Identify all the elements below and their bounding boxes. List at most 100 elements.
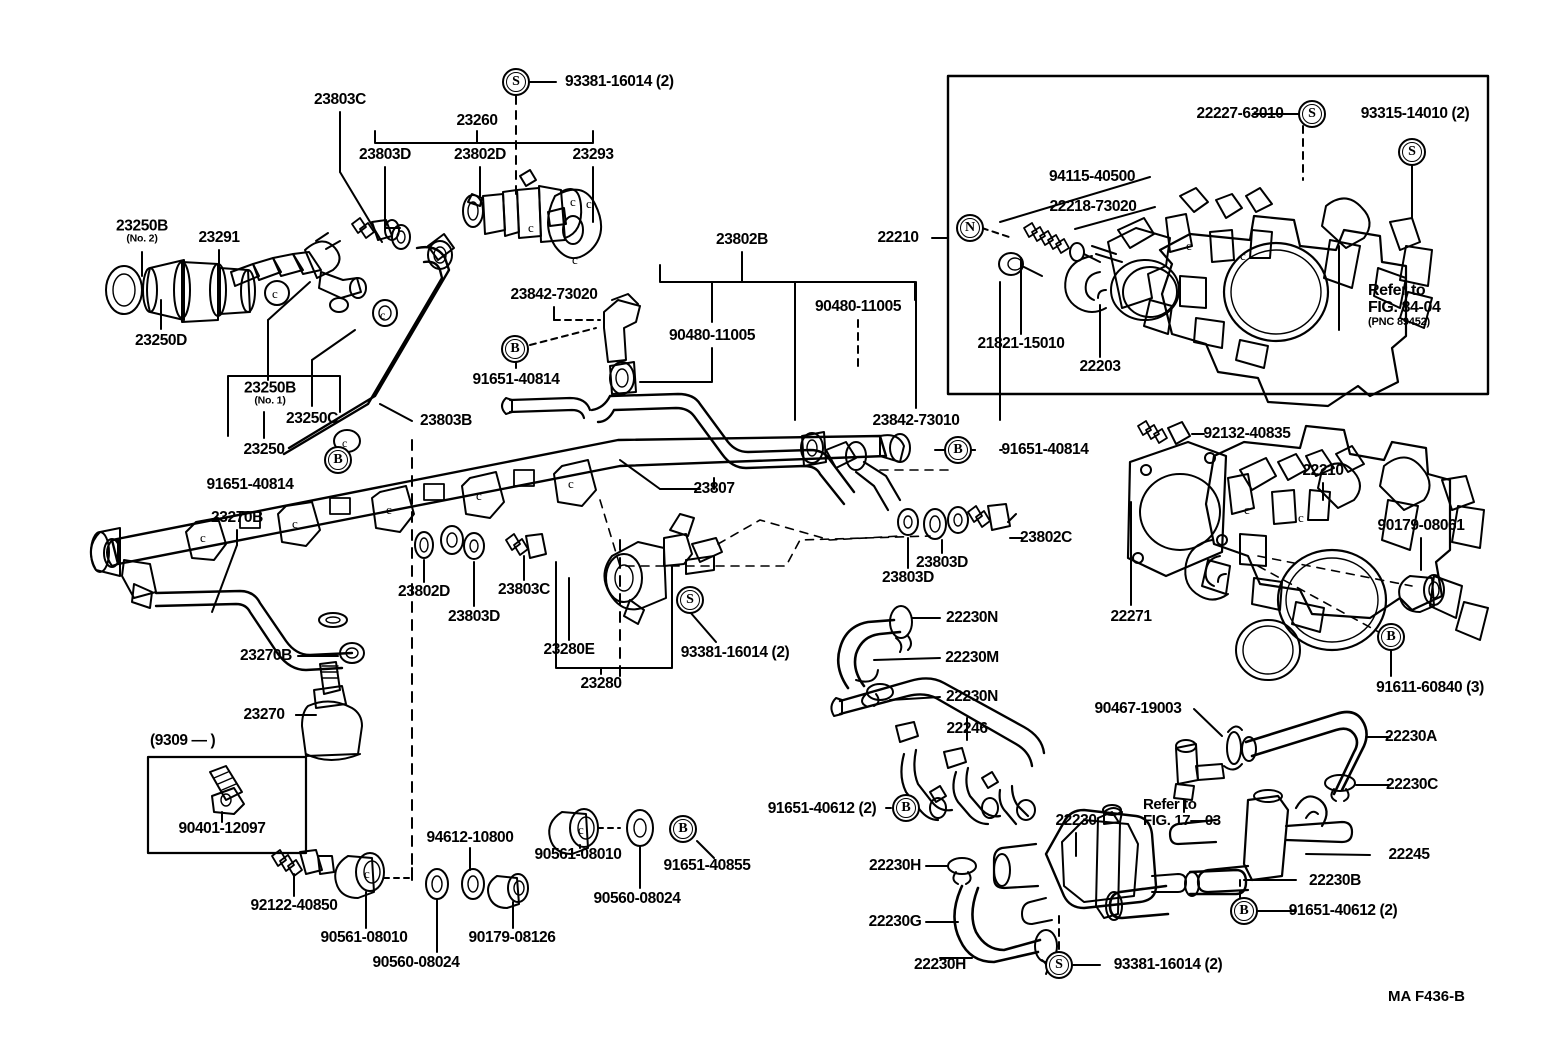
marker-b-icon: B <box>944 436 972 464</box>
svg-text:c: c <box>380 308 385 322</box>
part-number-label: 23250C <box>286 410 338 428</box>
part-number-label: 21821-15010 <box>977 335 1065 353</box>
part-number-label: 90560-08024 <box>593 890 681 908</box>
part-number-label: 22230B <box>1309 872 1361 890</box>
part-number-label: 23803C <box>498 581 550 599</box>
part-number-label: 93381-16014 (2) <box>565 73 674 91</box>
part-number-label: 90561-08010 <box>320 929 408 947</box>
part-number-label: 23842-73010 <box>872 412 960 430</box>
marker-letter: B <box>1386 629 1396 644</box>
part-number-label: 90179-08061 <box>1377 517 1465 535</box>
part-number-label: 22230H <box>914 956 966 974</box>
marker-letter: S <box>1055 957 1063 972</box>
part-number-label: 23803D <box>448 608 500 626</box>
svg-text:c: c <box>200 530 206 545</box>
part-number-label: 91651-40612 (2) <box>1288 902 1398 920</box>
part-number-label: 22245 <box>1388 846 1430 864</box>
part-number-label: 22246 <box>946 720 988 738</box>
refer-pnc: (PNC 89452) <box>1368 315 1430 328</box>
svg-text:c: c <box>1186 238 1192 253</box>
part-number-label: 23802D <box>454 146 506 164</box>
part-number-label: 90467-19003 <box>1094 700 1182 718</box>
part-number-label: 22227-63010 <box>1196 105 1284 123</box>
part-number-main: 23250B <box>244 379 296 397</box>
part-number-label: 94612-10800 <box>426 829 514 847</box>
part-number-main: 23250B <box>116 217 168 235</box>
marker-b-icon: B <box>324 446 352 474</box>
part-number-label: 94115-40500 <box>1048 168 1136 186</box>
part-number-label: 23260 <box>456 112 498 130</box>
refer-line-1: Refer to <box>1368 282 1426 299</box>
marker-b-icon: B <box>1230 897 1258 925</box>
part-number-label: 23802D <box>398 583 450 601</box>
svg-text:c: c <box>1298 510 1304 525</box>
part-number-label: 90480-11005 <box>814 298 902 316</box>
footer-code: MA F436-B <box>1388 988 1465 1005</box>
part-number-label: 91651-40612 (2) <box>767 800 877 818</box>
part-number-label: 23802B <box>716 231 768 249</box>
part-number-label: 22230N <box>946 688 998 706</box>
marker-s-icon: S <box>502 68 530 96</box>
part-number-label: 90179-08126 <box>468 929 556 947</box>
marker-n-icon: N <box>956 214 984 242</box>
marker-letter: B <box>953 442 963 457</box>
part-number-label-stacked: 23250B(No. 1) <box>244 379 296 406</box>
refer17-line-2: FIG. 17—03 <box>1143 812 1221 830</box>
marker-b-icon: B <box>892 794 920 822</box>
part-number-label: 22230A <box>1385 728 1437 746</box>
part-number-label: 23270B <box>211 509 263 527</box>
svg-text:c: c <box>272 286 278 301</box>
refer-to-fig-17-03: Refer to FIG. 17—03 <box>1143 796 1221 830</box>
part-number-label: 93381-16014 (2) <box>680 644 790 662</box>
part-number-label: 23802C <box>1020 529 1072 547</box>
marker-letter: B <box>901 800 911 815</box>
svg-text:c: c <box>386 502 392 517</box>
part-number-label: 92132-40835 <box>1203 425 1291 443</box>
marker-letter: S <box>512 74 520 89</box>
part-number-label: 91651-40814 <box>472 371 560 389</box>
part-number-label: 22230H <box>869 857 921 875</box>
marker-s-icon: S <box>1045 951 1073 979</box>
part-number-label: 23291 <box>198 229 240 247</box>
part-number-label: 22210 <box>877 229 919 247</box>
part-number-label: 23803D <box>359 146 411 164</box>
svg-text:c: c <box>364 866 370 881</box>
date-range-note: (9309 — ) <box>150 732 216 750</box>
part-number-label: 91651-40814 <box>206 476 294 494</box>
part-number-label: 22203 <box>1079 358 1121 376</box>
marker-letter: N <box>964 220 976 235</box>
part-number-suffix: (No. 2) <box>126 232 158 244</box>
marker-s-icon: S <box>1398 138 1426 166</box>
refer17-line-1: Refer to <box>1143 796 1197 813</box>
part-number-label: 92122-40850 <box>250 897 338 915</box>
svg-text:c: c <box>578 822 584 837</box>
part-number-label: 23270 <box>243 706 285 724</box>
svg-text:c: c <box>292 516 298 531</box>
marker-b-icon: B <box>1377 623 1405 651</box>
svg-text:c: c <box>572 252 578 267</box>
part-number-label: 91651-40814 <box>1001 441 1089 459</box>
part-number-label: 90480-11005 <box>668 327 756 345</box>
part-number-label: 90560-08024 <box>372 954 460 972</box>
part-number-label: 22210 <box>1302 462 1344 480</box>
part-number-label: 23280E <box>543 641 595 659</box>
marker-b-icon: B <box>501 335 529 363</box>
marker-letter: B <box>510 341 520 356</box>
part-number-label: 23807 <box>693 480 735 498</box>
refer-to-fig-84-04: Refer to FIG. 84-04 (PNC 89452) <box>1368 282 1441 328</box>
part-number-label: 23280 <box>580 675 622 693</box>
marker-letter: B <box>1239 903 1249 918</box>
part-number-label: 23803B <box>420 412 472 430</box>
part-number-label: 22230M <box>945 649 999 667</box>
refer-line-2: FIG. 84-04 <box>1368 299 1441 317</box>
part-number-label: 23842-73020 <box>510 286 598 304</box>
part-number-label: 23803D <box>882 569 934 587</box>
part-number-label: 90401-12097 <box>178 820 266 838</box>
marker-letter: S <box>1408 144 1416 159</box>
part-number-label: 23293 <box>572 146 614 164</box>
part-number-label: 22230C <box>1386 776 1438 794</box>
part-number-label-stacked: 23250B(No. 2) <box>116 217 168 244</box>
svg-text:c: c <box>528 220 534 235</box>
marker-letter: S <box>686 592 694 607</box>
